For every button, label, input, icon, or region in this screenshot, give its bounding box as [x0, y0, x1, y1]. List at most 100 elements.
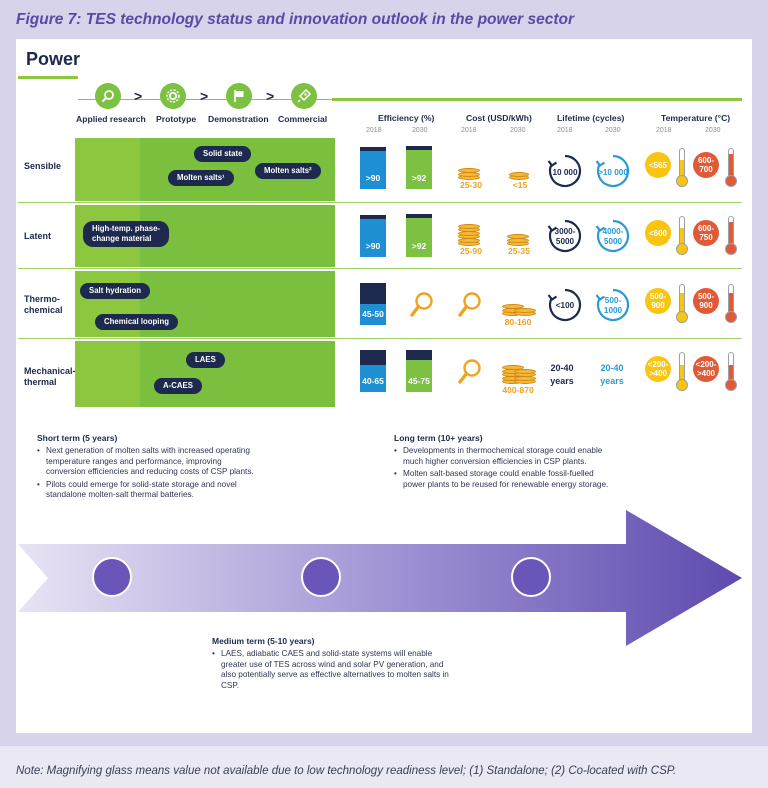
coin-stack-icon: [458, 218, 484, 246]
cycle-icon: [595, 154, 630, 188]
timeline-marker-long: [511, 557, 551, 597]
temperature-badge-2030: 600- 700: [693, 152, 719, 178]
stage-label-commercial: Commercial: [278, 114, 328, 124]
chevron-right-icon: >: [134, 88, 143, 104]
thermometer-icon: [676, 352, 688, 392]
coin-stack-icon: [502, 288, 536, 316]
lifetime-value: <100: [555, 301, 575, 310]
tech-pill-phase-change-material: High-temp. phase- change material: [83, 221, 170, 247]
cost-value: <15: [512, 180, 528, 190]
row-label-latent: Latent: [24, 231, 51, 241]
figure-title: Figure 7: TES technology status and inno…: [16, 11, 575, 28]
list-item: Molten salt-based storage could enable f…: [394, 469, 614, 490]
magnifier-icon: [410, 292, 433, 317]
efficiency-bar: >90: [360, 147, 386, 189]
year-label: 2030: [705, 127, 721, 134]
row-separator: [18, 338, 742, 339]
tech-pill-salt-hydration: Salt hydration: [80, 283, 150, 299]
maturity-block-latent: [75, 205, 335, 267]
year-label: 2030: [605, 127, 621, 134]
year-label: 2018: [656, 127, 672, 134]
lifetime-value: 20-40 years: [600, 363, 624, 386]
cycle-icon: [595, 288, 630, 322]
thermometer-icon: [725, 216, 737, 256]
efficiency-bar: >92: [406, 214, 432, 257]
row-label-mechanical-thermal: Mechanical- thermal: [24, 366, 76, 387]
header-rule-right: [332, 98, 742, 101]
chevron-right-icon: >: [266, 88, 275, 104]
thermometer-icon: [676, 216, 688, 256]
long-term-title: Long term (10+ years): [394, 433, 483, 443]
row-separator: [18, 202, 742, 203]
lifetime-value: 500- 1000: [603, 296, 623, 315]
efficiency-bar: >90: [360, 215, 386, 257]
section-title: Power: [26, 49, 81, 69]
gear-icon: [160, 83, 186, 109]
timeline-marker-medium: [301, 557, 341, 597]
lifetime-value: 20-40 years: [550, 363, 574, 386]
list-item: Next generation of molten salts with inc…: [37, 446, 257, 478]
cost-value: 25-30: [460, 180, 482, 190]
short-term-list: Next generation of molten salts with inc…: [37, 446, 257, 503]
row-separator: [18, 268, 742, 269]
coin-stack-icon: [507, 230, 533, 246]
cycle-icon: [595, 219, 630, 253]
list-item: LAES, adiabatic CAES and solid-state sys…: [212, 649, 452, 691]
temperature-badge-2030: <200- >400: [693, 356, 719, 382]
stage-label-demonstration: Demonstration: [208, 114, 269, 124]
magnifier-icon: [95, 83, 121, 109]
year-label: 2018: [366, 127, 382, 134]
temperature-badge-2030: 600- 750: [693, 220, 719, 246]
col-head-lifetime: Lifetime (cycles): [557, 113, 625, 123]
tech-pill-a-caes: A-CAES: [154, 378, 202, 394]
cycle-icon: [547, 288, 582, 322]
chevron-right-icon: >: [200, 88, 209, 104]
stage-label-prototype: Prototype: [156, 114, 197, 124]
stage-label-applied-research: Applied research: [76, 114, 146, 124]
thermometer-icon: [725, 148, 737, 188]
col-head-efficiency: Efficiency (%): [378, 113, 435, 123]
col-head-temperature: Temperature (°C): [661, 113, 731, 123]
tech-pill-solid-state: Solid state: [194, 146, 252, 162]
lifetime-value: >10 000: [598, 168, 628, 177]
row-label-sensible: Sensible: [24, 161, 62, 171]
tech-pill-laes: LAES: [186, 352, 225, 368]
cost-value: 400-870: [502, 385, 534, 395]
temperature-badge-2018: 500- 900: [645, 288, 671, 314]
temperature-badge-2030: 500- 900: [693, 288, 719, 314]
tech-pill-molten-salts-standalone: Molten salts¹: [168, 170, 234, 186]
thermometer-icon: [676, 148, 688, 188]
short-term-title: Short term (5 years): [37, 433, 118, 443]
year-label: 2018: [557, 127, 573, 134]
efficiency-bar: 45-50: [360, 283, 386, 325]
col-head-cost: Cost (USD/kWh): [466, 113, 532, 123]
flag-icon: [226, 83, 252, 109]
temperature-badge-2018: <200- >400: [645, 356, 671, 382]
medium-term-list: LAES, adiabatic CAES and solid-state sys…: [212, 649, 452, 693]
lifetime-value: 10 000: [552, 168, 578, 177]
thermometer-icon: [725, 284, 737, 324]
year-label: 2030: [412, 127, 428, 134]
cost-value: 25-35: [508, 246, 530, 256]
row-label-thermochemical: Thermo- chemical: [24, 294, 63, 315]
list-item: Pilots could emerge for solid-state stor…: [37, 480, 257, 501]
efficiency-bar: >92: [406, 146, 432, 189]
rocket-icon: [291, 83, 317, 109]
efficiency-bar: 45-75: [406, 350, 432, 392]
timeline-arrow: [18, 510, 742, 646]
coin-stack-icon: [502, 346, 536, 384]
tech-pill-molten-salts-csp: Molten salts²: [255, 163, 321, 179]
lifetime-value: 4000- 5000: [602, 227, 624, 246]
header-rule-left: [18, 76, 78, 79]
figure-note: Note: Magnifying glass means value not a…: [16, 765, 677, 777]
magnifier-icon: [458, 292, 481, 317]
year-label: 2018: [461, 127, 477, 134]
temperature-badge-2018: <600: [645, 220, 671, 246]
cycle-icon: [547, 219, 582, 253]
maturity-block-mechanical: [75, 341, 335, 407]
thermometer-icon: [676, 284, 688, 324]
long-term-list: Developments in thermochemical storage c…: [394, 446, 614, 492]
timeline-marker-short: [92, 557, 132, 597]
note-bar: [0, 746, 768, 788]
year-label: 2030: [510, 127, 526, 134]
